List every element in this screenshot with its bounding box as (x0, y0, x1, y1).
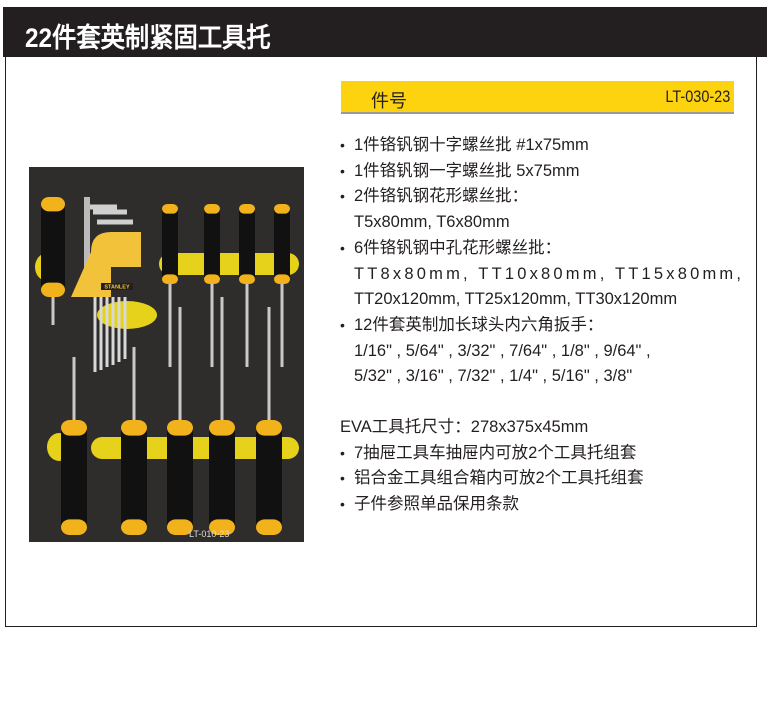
bullet-icon: • (340, 444, 345, 461)
note-item: •子件参照单品保用条款 (340, 492, 760, 518)
spec-detail: TT20x120mm, TT25x120mm, TT30x120mm (354, 290, 678, 309)
spec-item: •1件铬钒钢十字螺丝批 #1x75mm (340, 133, 760, 159)
screwdriver (41, 197, 65, 325)
bullet-icon: • (340, 470, 345, 487)
brand-plate (101, 283, 133, 290)
bullet-icon: • (340, 137, 345, 153)
spec-item: •6件铬钒钢中孔花形螺丝批： (340, 236, 760, 262)
bullet-icon: • (340, 316, 345, 333)
tray-size: EVA工具托尺寸：278x375x45mm (340, 418, 589, 437)
product-frame (5, 57, 757, 627)
part-number-label: 件号 (371, 91, 407, 111)
foam-cutout (159, 253, 299, 275)
tool-tray-illustration: STANLEY LT-010-23 (29, 167, 304, 542)
spec-item: •12件套英制加长球头内六角扳手： (340, 313, 760, 339)
part-number-bar: 件号 LT-030-23 (341, 81, 734, 114)
part-number-value: LT-030-23 (665, 87, 730, 106)
screwdriver (239, 204, 255, 367)
brand-label: STANLEY (104, 285, 130, 291)
spec-item: •2件铬钒钢花形螺丝批： (340, 184, 760, 210)
spec-detail: 5/32" , 3/16" , 7/32" , 1/4" , 5/16" , 3… (354, 367, 633, 386)
note-item: •7抽屉工具车抽屉内可放2个工具托组套 (340, 441, 760, 467)
page-title: 22件套英制紧固工具托 (25, 23, 271, 53)
hex-key-set: STANLEY (71, 197, 141, 372)
screwdriver (167, 307, 193, 535)
screwdriver (209, 297, 235, 535)
spec-detail: T5x80mm, T6x80mm (354, 213, 510, 232)
note-item: •铝合金工具组合箱内可放2个工具托组套 (340, 466, 760, 492)
screwdriver (121, 347, 147, 535)
bullet-icon: • (340, 239, 345, 256)
specification-list: •1件铬钒钢十字螺丝批 #1x75mm •1件铬钒钢一字螺丝批 5x75mm •… (340, 133, 760, 518)
screwdriver (256, 307, 282, 535)
tray-label: LT-010-23 (189, 529, 229, 539)
screwdriver (204, 204, 220, 367)
product-image: STANLEY LT-010-23 (29, 167, 304, 542)
screwdriver (274, 204, 290, 367)
bullet-icon: • (340, 496, 345, 513)
bullet-icon: • (340, 162, 345, 179)
title-bar: 22件套英制紧固工具托 (3, 7, 767, 57)
spec-detail: 1/16" , 5/64" , 3/32" , 7/64" , 1/8" , 9… (354, 341, 651, 360)
spec-detail: TT8x80mm, TT10x80mm, TT15x80mm, (354, 264, 745, 283)
bullet-icon: • (340, 188, 345, 205)
spec-item: •1件铬钒钢一字螺丝批 5x75mm (340, 159, 760, 185)
screwdriver (162, 204, 178, 367)
screwdriver (61, 357, 87, 535)
